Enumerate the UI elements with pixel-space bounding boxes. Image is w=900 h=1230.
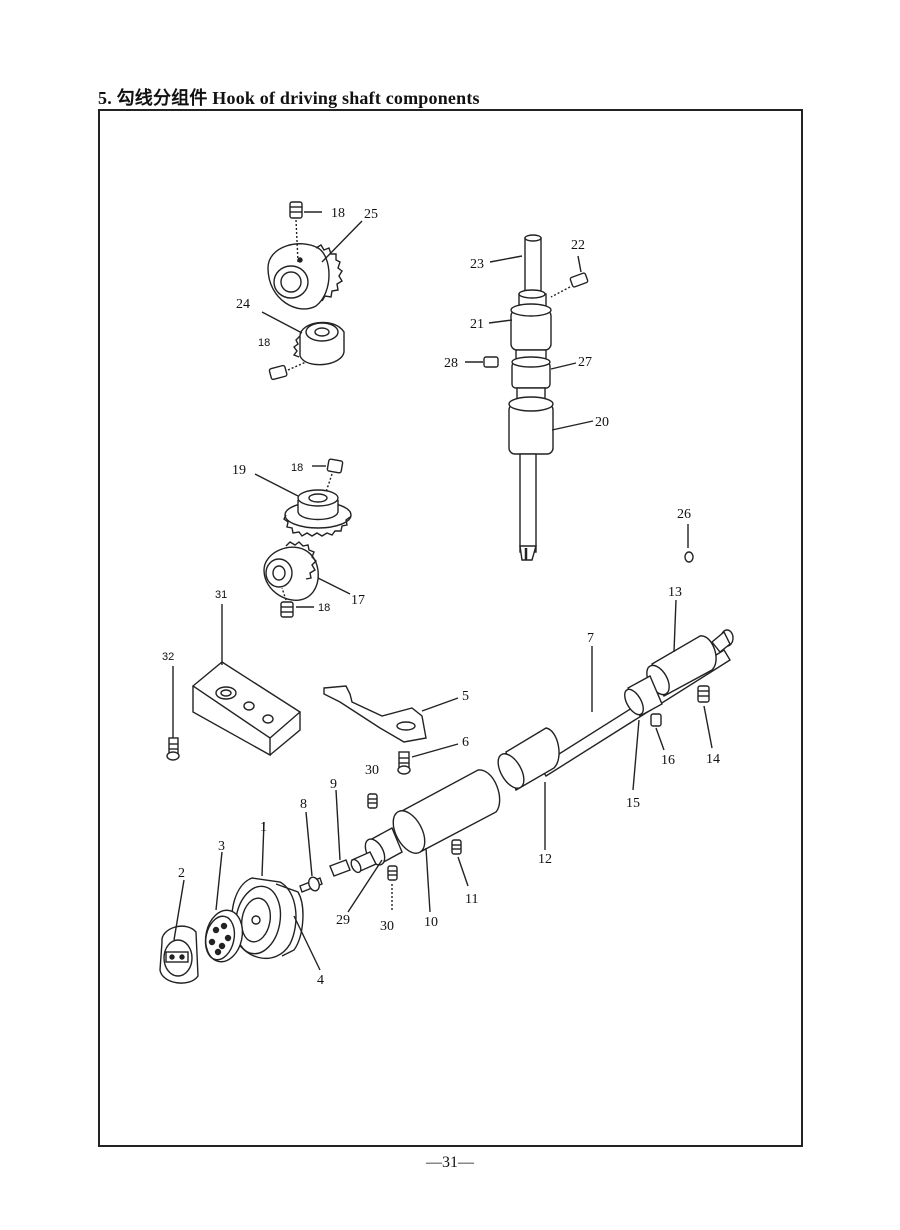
screw-26 bbox=[684, 524, 694, 563]
callout-15: 15 bbox=[626, 796, 640, 811]
callout-22: 22 bbox=[571, 238, 585, 253]
leader-21 bbox=[488, 319, 513, 324]
callout-6: 6 bbox=[462, 735, 469, 750]
leader-1 bbox=[261, 821, 265, 877]
callout-13: 13 bbox=[668, 585, 682, 600]
set-screw-11 bbox=[451, 839, 469, 887]
leader-10 bbox=[425, 847, 431, 913]
leader-5 bbox=[421, 697, 459, 712]
leader-25 bbox=[321, 220, 363, 263]
set-screw-30-top bbox=[367, 793, 378, 809]
leader-23 bbox=[489, 255, 523, 263]
set-screw-18-c bbox=[312, 458, 344, 493]
screw-14 bbox=[697, 685, 713, 749]
bobbin-case-2 bbox=[159, 925, 199, 984]
leader-2 bbox=[173, 879, 185, 941]
callout-27: 27 bbox=[578, 355, 592, 370]
screw-22 bbox=[550, 255, 589, 298]
callout-31: 31 bbox=[215, 589, 227, 601]
leader-29 bbox=[347, 859, 383, 913]
callout-32: 32 bbox=[162, 651, 174, 663]
callout-8: 8 bbox=[300, 797, 307, 812]
screw-9 bbox=[329, 789, 351, 877]
callout-18: 18 bbox=[331, 206, 345, 221]
leader-27 bbox=[550, 362, 577, 370]
collar-29 bbox=[350, 827, 403, 874]
callout-4: 4 bbox=[317, 973, 324, 988]
leader-15 bbox=[632, 719, 640, 791]
bushing-12 bbox=[497, 727, 560, 792]
collar-15 bbox=[624, 675, 663, 717]
callout-20: 20 bbox=[595, 415, 609, 430]
set-screw-18-top bbox=[289, 201, 322, 263]
leader-13 bbox=[673, 599, 677, 653]
callout-26: 26 bbox=[677, 507, 691, 522]
callout-1: 1 bbox=[260, 820, 267, 835]
callout-29: 29 bbox=[336, 913, 350, 928]
set-screw-30-bottom bbox=[387, 865, 398, 910]
callout-30: 30 bbox=[365, 763, 379, 778]
callout-2: 2 bbox=[178, 866, 185, 881]
bobbin-3 bbox=[204, 909, 244, 963]
callout-21: 21 bbox=[470, 317, 484, 332]
callout-25: 25 bbox=[364, 207, 378, 222]
callout-14: 14 bbox=[706, 752, 720, 767]
bushing-13 bbox=[646, 635, 717, 697]
sleeve-10 bbox=[392, 769, 501, 854]
callout-7: 7 bbox=[587, 631, 594, 646]
callout-19: 19 bbox=[232, 463, 246, 478]
leader-17 bbox=[317, 577, 351, 595]
section-title: 5. 勾线分组件 Hook of driving shaft component… bbox=[98, 88, 480, 108]
callout-18: 18 bbox=[291, 462, 303, 474]
leader-20 bbox=[551, 420, 594, 431]
callout-5: 5 bbox=[462, 689, 469, 704]
callout-16: 16 bbox=[661, 753, 675, 768]
gear-25 bbox=[267, 243, 343, 310]
screw-16 bbox=[650, 713, 665, 751]
callout-11: 11 bbox=[465, 892, 478, 907]
leader-24 bbox=[261, 311, 303, 334]
bevel-gear-24 bbox=[292, 321, 345, 366]
block-31 bbox=[191, 661, 302, 757]
leader-19 bbox=[254, 473, 299, 497]
set-screw-18-d bbox=[280, 587, 314, 618]
callout-10: 10 bbox=[424, 915, 438, 930]
screw-32 bbox=[166, 666, 180, 761]
screw-28 bbox=[483, 356, 499, 368]
screw-8 bbox=[299, 811, 323, 893]
diagram-frame bbox=[98, 109, 803, 1147]
hook-body-1 bbox=[231, 877, 304, 960]
callout-3: 3 bbox=[218, 839, 225, 854]
callout-17: 17 bbox=[351, 593, 365, 608]
plate-5 bbox=[323, 685, 427, 743]
gear-19 bbox=[283, 489, 352, 537]
callout-28: 28 bbox=[444, 356, 458, 371]
callout-12: 12 bbox=[538, 852, 552, 867]
callout-24: 24 bbox=[236, 297, 250, 312]
vertical-shaft bbox=[508, 234, 554, 561]
screw-6 bbox=[397, 743, 459, 775]
callout-18: 18 bbox=[318, 602, 330, 614]
gear-17 bbox=[263, 541, 319, 601]
callout-18: 18 bbox=[258, 337, 270, 349]
callout-9: 9 bbox=[330, 777, 337, 792]
page-number: —31— bbox=[426, 1154, 474, 1171]
set-screw-18-b bbox=[268, 361, 307, 381]
callout-23: 23 bbox=[470, 257, 484, 272]
leader-4 bbox=[293, 915, 321, 971]
leader-3 bbox=[215, 851, 223, 911]
callout-30: 30 bbox=[380, 919, 394, 934]
